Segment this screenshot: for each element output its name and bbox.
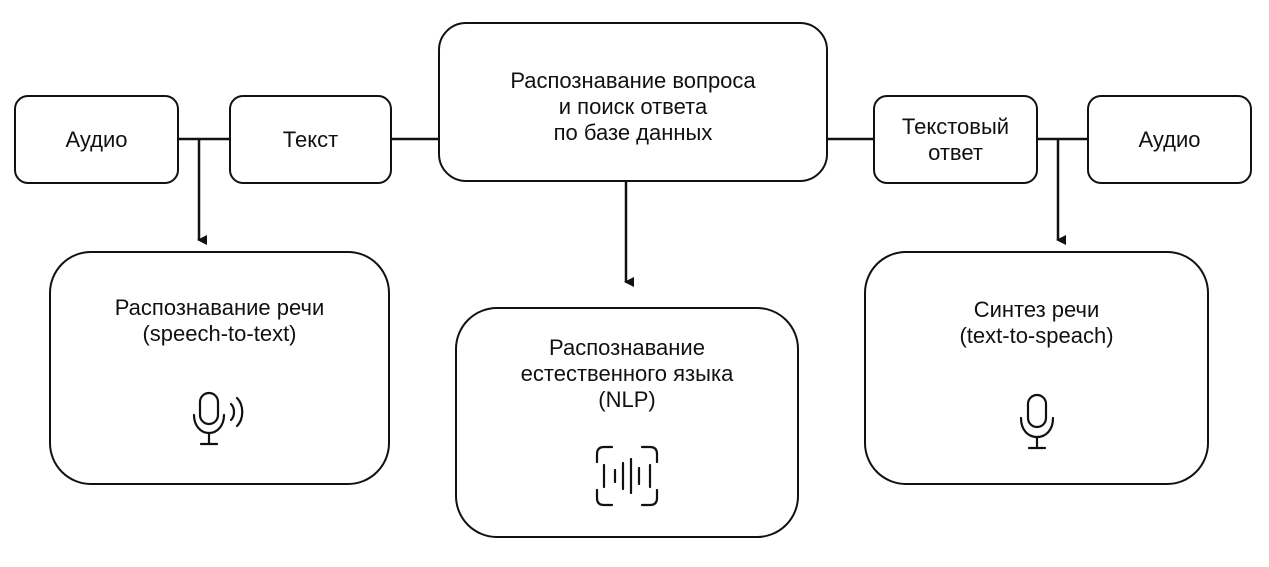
nlp-title: Распознавание естественного языка (NLP) [520, 335, 734, 412]
input-audio-label: Аудио [65, 126, 128, 152]
input-audio-box: Аудио [14, 95, 179, 184]
output-audio-box: Аудио [1087, 95, 1252, 184]
voice-recognition-icon [594, 445, 660, 513]
speech-synthesis-title: Синтез речи (text-to-speach) [959, 297, 1114, 348]
text-answer-label: Текстовый ответ [901, 113, 1010, 165]
question-recognition-box: Распознавание вопроса и поиск ответа по … [438, 22, 828, 182]
speech-recognition-title: Распознавание речи (speech-to-text) [114, 295, 325, 346]
speech-synthesis-card: Синтез речи (text-to-speach) [864, 251, 1209, 485]
microphone-sound-icon [189, 391, 251, 455]
question-recognition-label: Распознавание вопроса и поиск ответа по … [510, 68, 756, 145]
speech-recognition-card: Распознавание речи (speech-to-text) [49, 251, 390, 485]
input-text-label: Текст [282, 126, 339, 152]
output-audio-label: Аудио [1138, 126, 1201, 152]
nlp-card: Распознавание естественного языка (NLP) [455, 307, 799, 538]
input-text-box: Текст [229, 95, 392, 184]
text-answer-box: Текстовый ответ [873, 95, 1038, 184]
microphone-icon [1015, 393, 1059, 459]
